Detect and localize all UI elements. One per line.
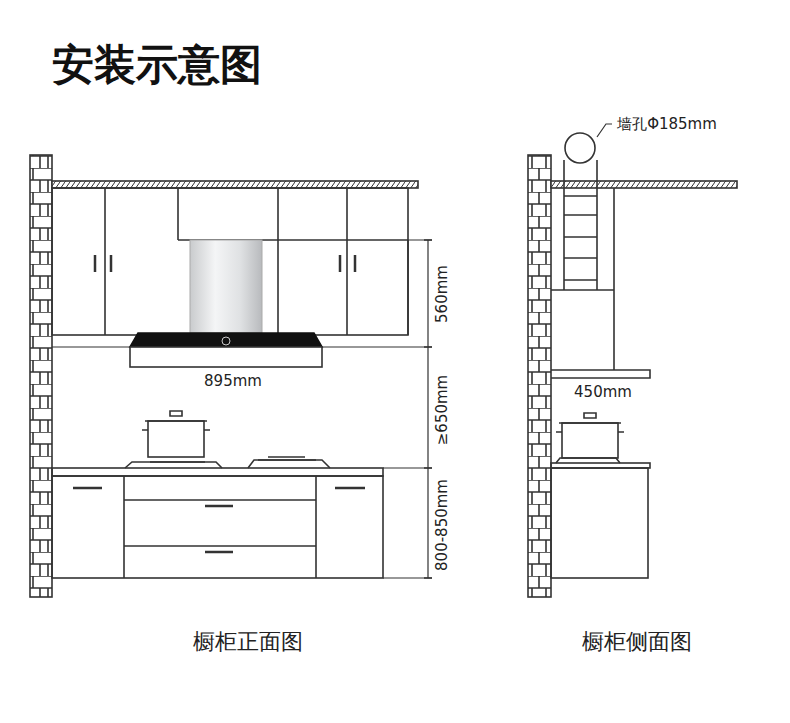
dimension-label: ≥650mm xyxy=(434,373,451,447)
dimension-label: 800-850mm xyxy=(434,477,451,573)
dimension-label: 560mm xyxy=(434,263,451,325)
dimension-label: 450mm xyxy=(572,384,634,401)
view-caption: 橱柜侧面图 xyxy=(582,630,692,654)
page-title: 安装示意图 xyxy=(52,42,262,88)
hole-callout: 墙孔Φ185mm xyxy=(615,116,719,133)
dimension-label: 895mm xyxy=(202,373,264,390)
view-caption: 橱柜正面图 xyxy=(193,630,303,654)
